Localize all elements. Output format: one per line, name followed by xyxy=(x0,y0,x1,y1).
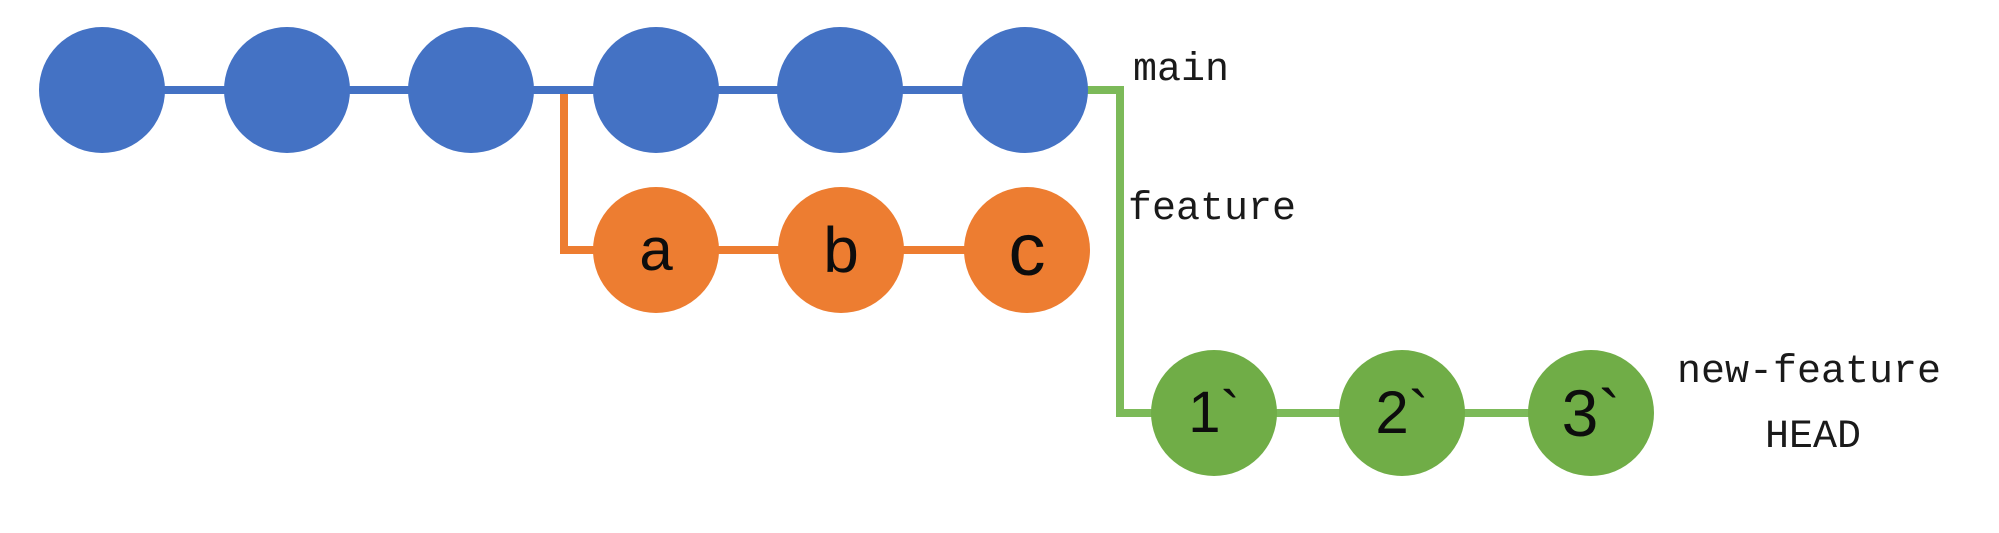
feature-commit-node-b: b xyxy=(778,187,904,313)
main-commit-node-1 xyxy=(39,27,165,153)
new-feature-commit-node-3: 3` xyxy=(1528,350,1654,476)
main-commit-node-5 xyxy=(777,27,903,153)
new-feature-branch-connector-stub xyxy=(1086,86,1124,94)
main-commit-node-2 xyxy=(224,27,350,153)
main-branch-label: main xyxy=(1133,48,1230,93)
feature-commit-node-c: c xyxy=(964,187,1090,313)
feature-branch-label: feature xyxy=(1128,187,1297,232)
head-label: HEAD xyxy=(1764,415,1861,460)
main-commit-node-3 xyxy=(408,27,534,153)
main-commit-node-6 xyxy=(962,27,1088,153)
main-commit-node-4 xyxy=(593,27,719,153)
feature-branch-connector-vertical xyxy=(560,94,568,254)
new-feature-commit-node-2: 2` xyxy=(1339,350,1465,476)
feature-commit-node-a: a xyxy=(593,187,719,313)
new-feature-branch-label: new-feature xyxy=(1677,350,1942,395)
new-feature-label-block: new-feature HEAD xyxy=(1677,353,1949,458)
new-feature-commit-node-1: 1` xyxy=(1151,350,1277,476)
new-feature-branch-connector-vertical xyxy=(1116,86,1124,417)
